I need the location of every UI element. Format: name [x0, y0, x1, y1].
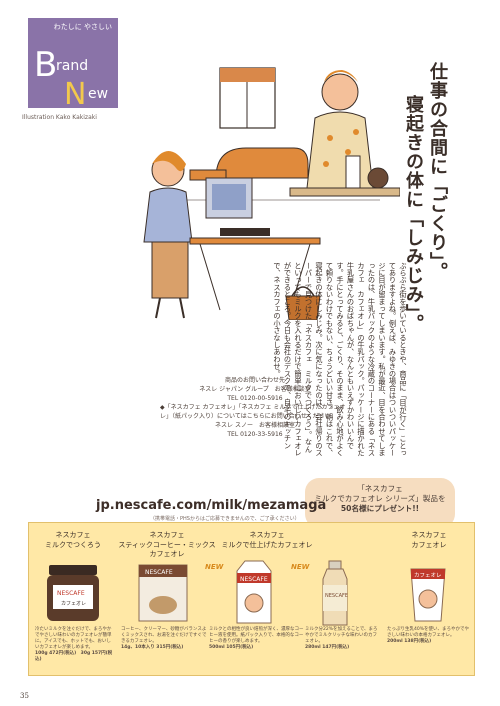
promo-line1: 「ネスカフェ	[357, 484, 403, 493]
headline-line2: 寝起きの体に「しみじみ」。	[403, 95, 424, 333]
window-curtain	[220, 68, 275, 82]
product-image-milk-carton: NESCAFE	[236, 560, 272, 624]
logo-ew: ew	[88, 86, 108, 102]
new-badge-4: NEW	[291, 563, 310, 571]
svg-text:NESCAFE: NESCAFE	[240, 576, 268, 583]
milk-carton	[345, 155, 361, 189]
svg-text:NESCAFE: NESCAFE	[57, 590, 85, 597]
sofa	[215, 147, 309, 179]
svg-text:カフェオレ: カフェオレ	[61, 601, 86, 607]
svg-text:NESCAFE: NESCAFE	[145, 569, 173, 576]
new-badge-3: NEW	[205, 563, 224, 571]
headline-line1: 仕事の合間に「ごくり」。	[427, 62, 448, 281]
woman-right-shirt	[306, 111, 374, 189]
logo-rand: rand	[56, 58, 88, 74]
article-body: ぶらぶら街を歩いているときや、商品に「目が行く」ことってありますよね。例えば、み…	[273, 262, 408, 457]
product-panel: ネスカフェ ミルクでつくろう NESCAFE カフェオレ 冷たいミルクを注ぐだけ…	[28, 522, 475, 676]
monitor-screen	[212, 184, 246, 210]
present-promo-tag: 「ネスカフェ ミルクでカフェオレ シリーズ」製品を 50名様にプレゼント!!	[305, 478, 455, 528]
product-desc-3: ミルクとの相性が良い焙煎が深く、濃厚なコーヒー液を使用。紙パック入りで、本格的な…	[209, 627, 304, 650]
woman-left-skirt	[151, 241, 189, 299]
woman-right-hair	[324, 70, 358, 82]
page-number: 35	[20, 692, 29, 700]
promo-line3: 50名様にプレゼント!!	[340, 504, 420, 513]
logo-letter-n: N	[64, 77, 86, 108]
contact-note: ◆「ネスカフェ カフェオレ」「ネスカフェ ミルクで仕上げたカフェオレ」（紙パック…	[160, 404, 346, 420]
contact-tel1: TEL 0120-00-5916	[227, 395, 283, 402]
coffee-jar	[367, 167, 389, 189]
product-desc-2: コーヒー、クリーマー、砂糖がバランスよくミックスされ、お湯を注ぐだけですぐできる…	[121, 627, 207, 650]
handbag	[285, 295, 321, 320]
phone-note: （携帯電話・PHSからはご応募できませんので、ご了承ください）	[150, 516, 300, 522]
product-desc-5: たっぷり生乳40%を使い、まろやかでやさしい味わいの本格カフェオレ。 200ml…	[387, 627, 470, 644]
product-image-pet-bottle: NESCAFE	[322, 560, 348, 626]
main-illustration	[143, 67, 400, 320]
product-name-5: ネスカフェ カフェオレ	[411, 531, 447, 549]
product-name-2: ネスカフェ スティックコーヒー・ミックス カフェオレ	[118, 531, 216, 558]
product-image-cup: カフェオレ	[410, 568, 446, 622]
contact-info: 商品のお問い合わせ先 ネスレ ジャパン グループ お客様相談室 TEL 0120…	[160, 376, 350, 439]
contact-company1: ネスレ ジャパン グループ お客様相談室	[199, 386, 311, 393]
product-image-stick-box: NESCAFE	[138, 564, 188, 622]
campaign-url-link[interactable]: jp.nescafe.com/milk/mezamaga	[96, 498, 327, 513]
product-name-1: ネスカフェ ミルクでつくろう	[45, 531, 101, 549]
illustration-credit: Illustration Kako Kakizaki	[22, 114, 97, 121]
promo-line2: ミルクでカフェオレ シリーズ」製品を	[314, 494, 446, 503]
brand-new-badge: わたしに やさしい B rand N ew	[28, 18, 118, 108]
woman-left-blouse	[143, 187, 193, 243]
keyboard	[220, 228, 270, 236]
series-label: わたしに やさしい	[53, 23, 112, 31]
product-desc-1: 冷たいミルクを注ぐだけで、まろやかでやさしい味わいのカフェオレが簡単に。アイスで…	[35, 627, 113, 662]
contact-tel2: TEL 0120-33-5916	[227, 431, 283, 438]
woman-left-hair	[152, 151, 186, 172]
product-image-jar: NESCAFE カフェオレ	[47, 565, 99, 621]
contact-title: 商品のお問い合わせ先	[224, 377, 285, 384]
kitchen-counter	[289, 187, 400, 197]
logo-letter-b: B	[34, 45, 57, 85]
desk-leg	[199, 243, 221, 311]
contact-company2: ネスレ スノー お客様相談室	[215, 422, 295, 429]
brand-new-logo: B rand N ew	[34, 45, 108, 108]
svg-text:NESCAFE: NESCAFE	[325, 593, 348, 599]
product-desc-4: ミルク分22%を加えることで、まろやかでミルクリッチな味わいのカフェオレ。 28…	[305, 627, 378, 650]
product-name-3: ネスカフェ ミルクで仕上げたカフェオレ	[221, 531, 313, 549]
svg-text:カフェオレ: カフェオレ	[414, 572, 442, 579]
desk-top	[189, 237, 321, 245]
woman-right-head	[321, 73, 359, 111]
